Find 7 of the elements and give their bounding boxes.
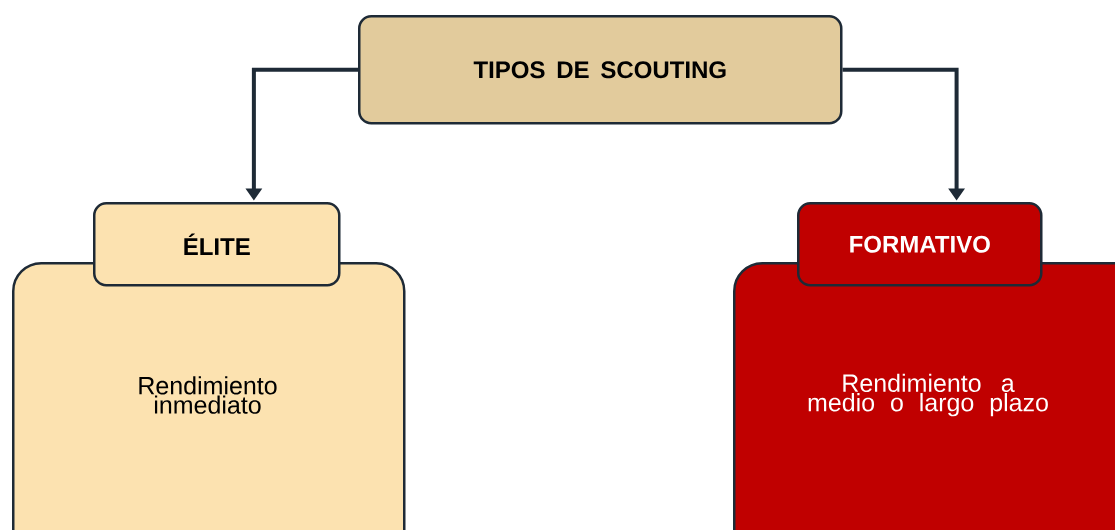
node-label: Rendimiento a medio o largo plazo (808, 373, 1048, 417)
heading-tab: ÉLITE (93, 202, 341, 287)
content-box: Rendimiento a medio o largo plazo (733, 262, 1115, 530)
content-box: Rendimiento inmediato (12, 262, 406, 530)
heading-tab: FORMATIVO (797, 202, 1043, 287)
title-box: TIPOS DE SCOUTING (358, 15, 843, 125)
node-label: Rendimiento inmediato (139, 376, 277, 414)
